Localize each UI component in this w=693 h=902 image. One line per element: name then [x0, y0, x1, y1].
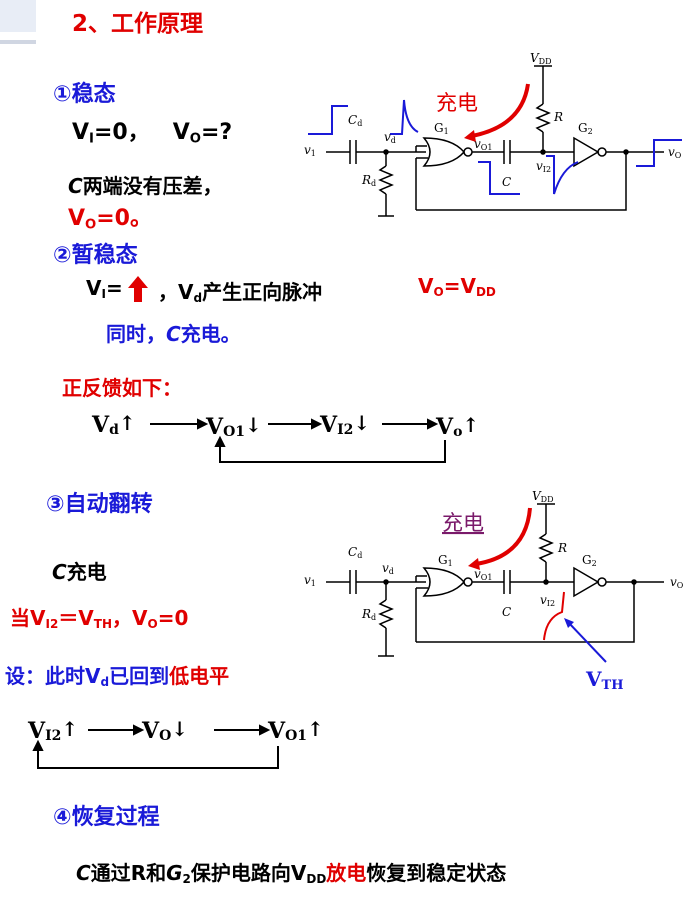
feedback-chain-1: Vd↑ VO1↓ VI2↓ Vo↑ — [91, 411, 479, 463]
svg-text:vI2: vI2 — [540, 593, 555, 608]
header-decoration-line — [0, 40, 36, 44]
svg-text:v1: v1 — [304, 143, 316, 158]
flip-condition-text: 当VI2＝VTH，VO=0 — [10, 606, 189, 631]
c-charge-text: C充电 — [52, 560, 107, 584]
chain1-item-vd: Vd↑ — [91, 411, 136, 438]
up-arrow-icon — [128, 276, 148, 302]
svg-text:C: C — [502, 605, 511, 619]
svg-text:vO1: vO1 — [474, 567, 492, 582]
svg-text:Rd: Rd — [361, 173, 376, 188]
svg-text:Cd: Cd — [348, 545, 362, 560]
vo-vdd-text: VO=VDD — [418, 274, 496, 299]
svg-text:VDD: VDD — [532, 489, 554, 504]
chain2-item-vo: VO↓ — [141, 717, 188, 744]
svg-text:G1: G1 — [434, 121, 449, 136]
feedback-chain-2: VI2↑ VO↓ VO1↑ — [27, 717, 324, 769]
circuit2-charge-label: 充电 — [442, 511, 484, 535]
svg-text:Rd: Rd — [361, 607, 376, 622]
circuit-diagram-2: VDD R Cd vd G1 G2 vO1 C vI2 Rd v1 vO 充电 … — [304, 489, 684, 690]
section3-heading: ③自动翻转 — [46, 492, 153, 517]
circuit1-charge-label: 充电 — [436, 91, 478, 115]
svg-text:VDD: VDD — [530, 51, 552, 66]
chain1-item-vo: Vo↑ — [435, 413, 479, 440]
svg-text:vd: vd — [382, 561, 394, 576]
section2-heading: ②暂稳态 — [53, 243, 138, 268]
svg-text:vO1: vO1 — [474, 137, 492, 152]
c-no-voltage-text: C两端没有压差， — [68, 174, 223, 198]
chain2-item-vi2: VI2↑ — [27, 717, 78, 744]
svg-text:vO: vO — [668, 145, 682, 160]
svg-text:vO: vO — [670, 575, 684, 590]
svg-text:vI2: vI2 — [536, 159, 551, 174]
chain1-item-vo1: VO1↓ — [205, 413, 262, 440]
svg-text:G2: G2 — [582, 553, 597, 568]
vo-zero-text: VO=0。 — [68, 206, 152, 233]
svg-text:G2: G2 — [578, 121, 593, 136]
chain2-item-vo1: VO1↑ — [267, 717, 324, 744]
recovery-text: C通过R和G2保护电路向VDD放电恢复到稳定状态 — [76, 861, 507, 886]
vth-label: VTH — [585, 667, 624, 690]
positive-feedback-label: 正反馈如下： — [62, 376, 182, 400]
same-time-charge-text: 同时，C充电。 — [106, 322, 241, 346]
header-decoration — [0, 0, 36, 32]
assume-low-text: 设：此时Vd已回到低电平 — [5, 664, 230, 689]
svg-text:v1: v1 — [304, 573, 316, 588]
vi-rise-text: VI= — [86, 276, 123, 301]
vd-pulse-text: ，Vd产生正向脉冲 — [158, 280, 323, 305]
section1-heading: ①稳态 — [53, 82, 116, 107]
svg-text:Cd: Cd — [348, 113, 362, 128]
vi-vo-equation: VI=0， VO=? — [72, 120, 233, 147]
section4-heading: ④恢复过程 — [53, 805, 160, 830]
svg-text:G1: G1 — [438, 553, 453, 568]
circuit-diagram-1: VDD R Cd vd G1 G2 vO1 C vI2 Rd v1 vO 充电 — [304, 51, 682, 217]
svg-text:R: R — [557, 541, 567, 555]
chain1-item-vi2: VI2↓ — [319, 411, 370, 438]
svg-text:R: R — [553, 110, 563, 124]
svg-text:vd: vd — [384, 130, 396, 145]
svg-text:C: C — [502, 175, 511, 189]
page-title: 2、工作原理 — [72, 11, 204, 37]
